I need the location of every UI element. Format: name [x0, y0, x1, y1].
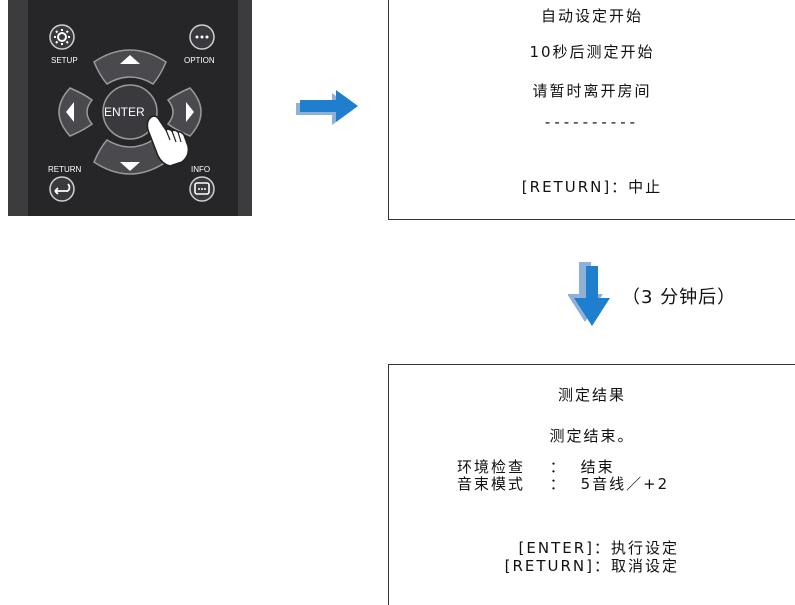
remote-buttons — [49, 24, 215, 202]
result-row-label: 环境检查 — [457, 458, 526, 476]
option-label: OPTION — [184, 56, 215, 65]
result-row-sep: ： — [549, 458, 567, 476]
result-row-value: 5音线／+2 — [580, 475, 670, 493]
remote-control: SETUP OPTION ENTER RETURN INFO — [8, 0, 252, 216]
pointing-hand-icon — [146, 115, 190, 167]
screen1-progress-dashes: ---------- — [544, 113, 640, 131]
enter-apply-text: [ENTER]：执行设定 — [518, 539, 679, 557]
auto-setup-start-screen: 自动设定开始 10秒后测定开始 请暂时离开房间 ---------- [RETU… — [388, 0, 795, 220]
screen2-complete-text: 测定结束。 — [549, 427, 635, 445]
result-row: 环境检查 ： 结束 — [457, 459, 669, 476]
return-label: RETURN — [48, 165, 82, 174]
result-row: 音束模式 ： 5音线／+2 — [457, 476, 669, 493]
action-hints: [ENTER]：执行设定 [RETURN]：取消设定 — [497, 539, 679, 575]
screen1-countdown-text: 10秒后测定开始 — [529, 43, 655, 61]
up-key[interactable] — [93, 49, 167, 85]
enter-label: ENTER — [104, 105, 145, 119]
left-arrow-icon — [66, 102, 74, 122]
info-box-icon — [194, 182, 210, 195]
result-row-value: 结束 — [580, 458, 615, 476]
screen2-title: 测定结果 — [557, 386, 626, 404]
down-arrow-icon — [120, 162, 140, 171]
screen1-leave-room-text: 请暂时离开房间 — [532, 82, 652, 100]
result-rows: 环境检查 ： 结束 音束模式 ： 5音线／+2 — [457, 459, 669, 493]
enter-button[interactable] — [102, 84, 158, 140]
ellipsis-icon — [195, 35, 209, 39]
wait-note: （3 分钟后） — [622, 287, 737, 308]
result-row-label: 音束模式 — [457, 475, 526, 493]
return-cancel-text: [RETURN]：取消设定 — [504, 557, 679, 575]
info-label: INFO — [191, 165, 211, 174]
screen1-title: 自动设定开始 — [540, 7, 643, 25]
down-flow-arrow-icon — [568, 262, 610, 326]
screen1-return-cancel-text: [RETURN]：中止 — [521, 178, 663, 196]
gear-icon — [54, 29, 70, 45]
right-key[interactable] — [166, 87, 202, 137]
setup-button[interactable] — [49, 24, 75, 50]
return-arrow-icon — [54, 183, 71, 195]
right-arrow-icon — [186, 102, 194, 122]
return-button[interactable] — [49, 176, 75, 202]
right-flow-arrow-icon — [296, 90, 358, 125]
measurement-result-screen: 测定结果 测定结束。 环境检查 ： 结束 音束模式 ： 5音线／+2 [ENTE… — [388, 364, 795, 605]
left-key[interactable] — [58, 87, 94, 137]
result-row-sep: ： — [549, 475, 567, 493]
up-arrow-icon — [120, 55, 140, 64]
setup-label: SETUP — [51, 56, 78, 65]
